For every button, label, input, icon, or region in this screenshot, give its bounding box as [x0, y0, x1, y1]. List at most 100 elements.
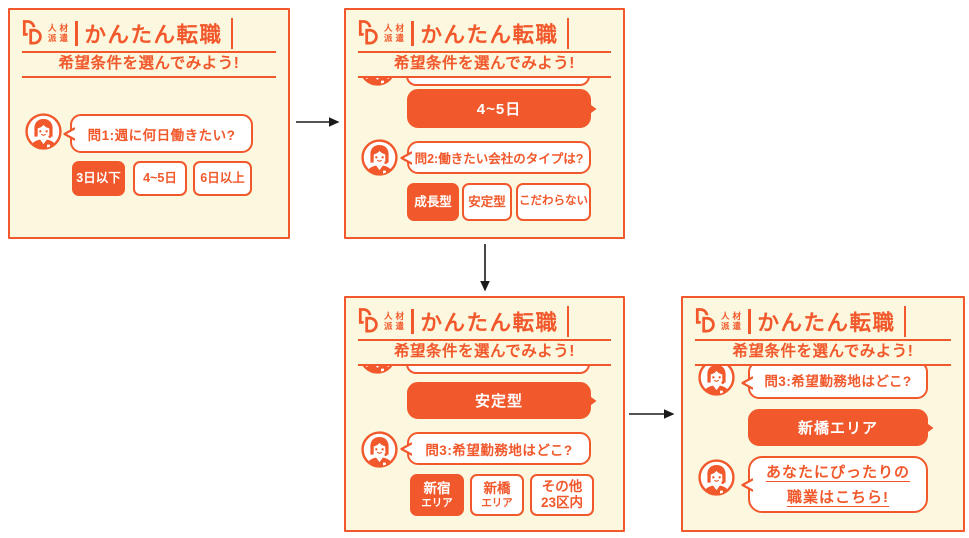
- arrow-down-icon: [480, 244, 490, 292]
- bubble-tail-right-icon: [924, 420, 934, 435]
- logo-row: 人材 派遣 かんたん転職: [358, 17, 611, 49]
- option-button-shinbashi-area[interactable]: 新橋 エリア: [470, 474, 524, 516]
- logo-divider: [748, 308, 751, 334]
- question-text: 問2:働きたい会社のタイプは?: [414, 152, 584, 166]
- option-line1: その他: [541, 479, 583, 495]
- bubble-tail-left-icon: [740, 477, 753, 493]
- dd-monogram-icon: [22, 20, 44, 46]
- header-rule-bottom: [695, 364, 951, 366]
- panel-subtitle: 希望条件を選んでみよう!: [394, 55, 575, 72]
- header-rule-top: [695, 339, 951, 341]
- logo-service-line2: 派遣: [721, 321, 745, 331]
- selected-answer-bubble: 安定型: [407, 382, 597, 419]
- flow-step-2-panel: 人材 派遣 かんたん転職 希望条件を選んでみよう! 4~5日 問2:働きたい会社…: [344, 8, 625, 239]
- arrow-right-icon: [296, 117, 340, 127]
- option-line1: 新橋: [483, 481, 511, 497]
- chat-area: 問1:週に何日働きたい? 3日以下 4~5日 6日以上: [10, 78, 288, 237]
- title-divider: [903, 305, 907, 337]
- result-link-bubble[interactable]: あなたにぴったりの 職業はこちら!: [741, 456, 928, 513]
- option-button-shinjuku-area[interactable]: 新宿 エリア: [410, 474, 464, 516]
- option-button-growth-type[interactable]: 成長型: [407, 183, 459, 221]
- app-title: かんたん転職: [84, 22, 223, 47]
- option-line2: 23区内: [540, 495, 584, 510]
- scrolled-avatar-partial: [359, 366, 396, 374]
- app-title: かんたん転職: [420, 22, 559, 47]
- dd-monogram-icon: [358, 308, 380, 334]
- logo-divider: [75, 20, 78, 46]
- bubble-tail-right-icon: [587, 393, 597, 408]
- scrolled-bubble-partial: [406, 366, 590, 374]
- logo-divider: [411, 308, 414, 334]
- panel-header: 人材 派遣 かんたん転職 希望条件を選んでみよう!: [346, 10, 623, 78]
- app-title: かんたん転職: [757, 310, 896, 335]
- panel-header: 人材 派遣 かんたん転職 希望条件を選んでみよう!: [683, 298, 963, 366]
- logo-service-line1: 人材: [48, 23, 72, 33]
- operator-avatar-icon: [698, 459, 735, 496]
- logo-service-text: 人材 派遣: [48, 23, 71, 43]
- logo-service-line1: 人材: [384, 311, 408, 321]
- header-rule-top: [22, 51, 276, 53]
- option-line2: エリア: [481, 496, 513, 509]
- title-divider: [566, 305, 570, 337]
- logo-service-line2: 派遣: [384, 321, 408, 331]
- operator-avatar-icon: [361, 431, 398, 468]
- logo-service-line2: 派遣: [384, 33, 408, 43]
- bubble-tail-left-icon: [399, 150, 412, 166]
- title-divider: [230, 17, 234, 49]
- chat-area: 4~5日 問2:働きたい会社のタイプは? 成長型 安定型 こだわらない: [346, 78, 623, 237]
- logo-service-text: 人材 派遣: [384, 23, 407, 43]
- bubble-tail-right-icon: [587, 101, 597, 116]
- operator-avatar-icon: [25, 113, 62, 150]
- logo-row: 人材 派遣 かんたん転職: [695, 305, 951, 337]
- header-rule-top: [358, 339, 611, 341]
- question-bubble: 問3:希望勤務地はどこ?: [400, 432, 591, 465]
- option-button-stable-type[interactable]: 安定型: [462, 183, 512, 221]
- logo-row: 人材 派遣 かんたん転職: [358, 305, 611, 337]
- question-text: 問3:希望勤務地はどこ?: [764, 374, 912, 389]
- option-button-4-5-days[interactable]: 4~5日: [133, 161, 187, 196]
- flow-step-4-panel: 人材 派遣 かんたん転職 希望条件を選んでみよう! 問3:希望勤務地はどこ? 新…: [681, 296, 965, 532]
- selected-answer-bubble: 新橋エリア: [748, 409, 934, 446]
- bubble-tail-left-icon: [62, 126, 75, 142]
- option-button-6-days-or-more[interactable]: 6日以上: [193, 161, 252, 196]
- question-text: 問3:希望勤務地はどこ?: [425, 442, 573, 458]
- selected-answer-bubble: 4~5日: [407, 89, 597, 128]
- arrow-right-icon: [629, 409, 675, 419]
- panel-subtitle: 希望条件を選んでみよう!: [394, 343, 575, 360]
- question-bubble: 問1:週に何日働きたい?: [63, 114, 253, 153]
- flow-step-3-panel: 人材 派遣 かんたん転職 希望条件を選んでみよう! 安定型 問3:希望勤務地はど…: [344, 296, 625, 532]
- option-button-no-preference[interactable]: こだわらない: [516, 183, 591, 221]
- question-bubble: 問2:働きたい会社のタイプは?: [400, 141, 591, 174]
- dd-monogram-icon: [695, 308, 717, 334]
- selected-answer-text: 安定型: [474, 393, 523, 410]
- logo-service-line1: 人材: [384, 23, 408, 33]
- logo-service-line1: 人材: [721, 311, 745, 321]
- operator-avatar-icon: [698, 366, 735, 396]
- question-bubble: 問3:希望勤務地はどこ?: [741, 366, 928, 399]
- header-rule-bottom: [358, 364, 611, 366]
- logo-divider: [411, 20, 414, 46]
- logo-row: 人材 派遣 かんたん転職: [22, 17, 276, 49]
- scrolled-bubble-partial: [406, 78, 590, 86]
- scrolled-avatar-partial: [359, 78, 396, 86]
- bubble-tail-left-icon: [399, 441, 412, 457]
- option-button-other-23-wards[interactable]: その他 23区内: [530, 474, 594, 516]
- option-button-3days-or-less[interactable]: 3日以下: [72, 161, 125, 196]
- panel-header: 人材 派遣 かんたん転職 希望条件を選んでみよう!: [10, 10, 288, 78]
- logo-service-text: 人材 派遣: [721, 311, 744, 331]
- title-divider: [566, 17, 570, 49]
- operator-avatar-icon: [359, 78, 396, 86]
- app-title: かんたん転職: [420, 310, 559, 335]
- header-rule-top: [358, 51, 611, 53]
- flow-step-1-panel: 人材 派遣 かんたん転職 希望条件を選んでみよう! 問1:週に何日働きたい? 3…: [8, 8, 290, 239]
- dd-monogram-icon: [358, 20, 380, 46]
- panel-subtitle: 希望条件を選んでみよう!: [58, 55, 240, 72]
- header-rule-bottom: [22, 76, 276, 78]
- question-text: 問1:週に何日働きたい?: [87, 127, 236, 143]
- selected-answer-text: 新橋エリア: [797, 420, 878, 437]
- logo-service-text: 人材 派遣: [384, 311, 407, 331]
- bubble-tail-left-icon: [740, 375, 753, 391]
- option-line2: エリア: [421, 496, 453, 509]
- result-text-line2: 職業はこちら!: [787, 488, 889, 506]
- result-text-line1: あなたにぴったりの: [765, 463, 910, 481]
